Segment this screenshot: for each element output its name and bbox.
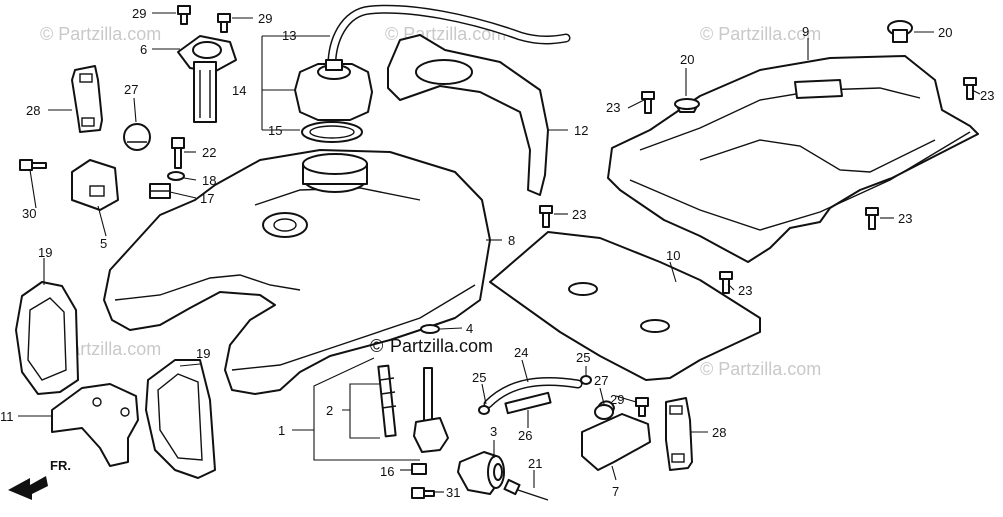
bracket-11: [51, 383, 139, 467]
callout-9: 9: [802, 24, 809, 39]
rubber-strap-left: [71, 65, 103, 133]
heat-shield-mat: [489, 231, 761, 381]
logo-text: Partzilla.com: [390, 336, 493, 356]
callout-27: 27: [124, 82, 138, 97]
grommet-20-tray: [674, 98, 700, 113]
callout-4: 4: [466, 321, 473, 336]
grommet-17: [149, 183, 171, 199]
logo-copyright-symbol: ©: [370, 336, 383, 356]
breather-hose: [327, 4, 571, 77]
callout-27: 27: [594, 373, 608, 388]
callout-29: 29: [258, 11, 272, 26]
callout-2: 2: [326, 403, 333, 418]
watermark-text: © Partzilla.com: [700, 24, 821, 44]
screw-23-c: [539, 205, 553, 228]
callout-6: 6: [140, 42, 147, 57]
callout-23: 23: [738, 283, 752, 298]
float-ball-27-lower: [594, 404, 614, 420]
screw-23-b: [963, 77, 977, 100]
screw-23-a: [641, 91, 655, 114]
callout-17: 17: [200, 191, 214, 206]
bolt-31: [411, 487, 435, 499]
callout-20: 20: [680, 52, 694, 67]
callout-23: 23: [980, 88, 994, 103]
callout-23: 23: [606, 100, 620, 115]
leader-lines: [18, 12, 981, 493]
screw-21: [503, 478, 549, 501]
callout-12: 12: [574, 123, 588, 138]
watermark-text: © Partzilla.com: [40, 24, 161, 44]
bolt-22: [171, 137, 185, 169]
callout-29: 29: [132, 6, 146, 21]
callout-30: 30: [22, 206, 36, 221]
hose-clip-25-right: [580, 375, 592, 385]
fuel-sender: [177, 35, 237, 123]
hose-clip-25-left: [478, 405, 490, 415]
callout-11: 11: [0, 409, 14, 424]
nut-16: [411, 463, 427, 475]
callout-8: 8: [508, 233, 515, 248]
callout-25: 25: [576, 350, 590, 365]
callout-14: 14: [232, 83, 246, 98]
callout-23: 23: [572, 207, 586, 222]
valve-knob: [457, 451, 505, 495]
under-tray: [607, 55, 979, 263]
float-ball: [123, 123, 151, 151]
bolt-29-lower: [635, 397, 649, 417]
cap-gasket: [301, 121, 363, 143]
screw-23-e: [719, 271, 733, 294]
callout-19: 19: [196, 346, 210, 361]
callout-19: 19: [38, 245, 52, 260]
bolt-29-left: [177, 5, 191, 25]
bolt-29-right: [217, 13, 231, 33]
side-cover-19-right: [145, 359, 216, 479]
side-cover-19-left: [15, 281, 79, 395]
washer-4: [420, 324, 440, 334]
callout-22: 22: [202, 145, 216, 160]
watermark-text: © Partzilla.com: [700, 359, 821, 379]
callout-10: 10: [666, 248, 680, 263]
callout-21: 21: [528, 456, 542, 471]
fuel-tank: [103, 149, 491, 395]
washer-18: [167, 171, 185, 181]
callout-28: 28: [712, 425, 726, 440]
callout-13: 13: [282, 28, 296, 43]
partzilla-logo: © Partzilla.com: [370, 336, 493, 356]
grommet-20-top: [887, 20, 913, 43]
mount-bracket-5: [71, 159, 119, 211]
fuel-cap: [294, 59, 373, 121]
screw-23-d: [865, 207, 879, 230]
callout-25: 25: [472, 370, 486, 385]
callout-numbers: 29 29 6 28 27 22 18 17 30 5 19 19 11 13 …: [0, 6, 994, 500]
callout-31: 31: [446, 485, 460, 500]
strainer-pipes: [377, 364, 397, 438]
callout-23: 23: [898, 211, 912, 226]
callout-3: 3: [490, 424, 497, 439]
front-label: FR.: [50, 458, 71, 473]
callout-16: 16: [380, 464, 394, 479]
rubber-strap-right: [665, 397, 693, 471]
callout-24: 24: [514, 345, 528, 360]
fuel-hose-24: [483, 377, 583, 409]
callout-1: 1: [278, 423, 285, 438]
bolt-30: [19, 159, 47, 171]
callout-5: 5: [100, 236, 107, 251]
callout-28: 28: [26, 103, 40, 118]
fuel-valve: [413, 367, 449, 453]
callout-29: 29: [610, 392, 624, 407]
callout-15: 15: [268, 123, 282, 138]
callout-7: 7: [612, 484, 619, 499]
tank-upper-bracket: [387, 34, 549, 196]
callout-20: 20: [938, 25, 952, 40]
callout-26: 26: [518, 428, 532, 443]
callout-18: 18: [202, 173, 216, 188]
front-direction-arrow: FR.: [8, 458, 71, 500]
fuel-hose-26: [504, 391, 552, 415]
